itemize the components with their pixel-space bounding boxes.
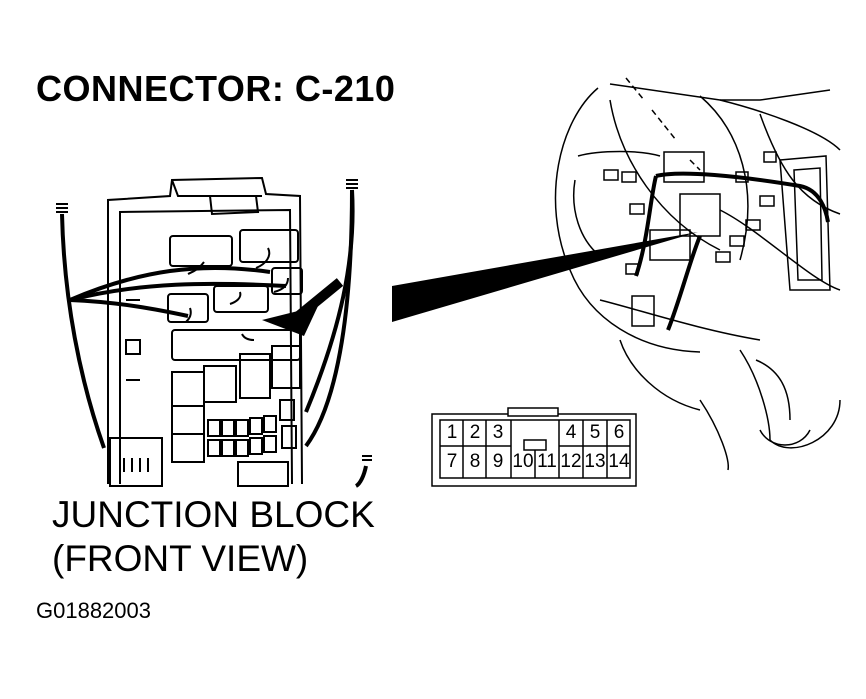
wire-end-ticks bbox=[56, 179, 372, 461]
pin-13: 13 bbox=[584, 451, 606, 472]
connector-title: CONNECTOR: C-210 bbox=[36, 68, 396, 109]
pin-8: 8 bbox=[469, 451, 481, 472]
pin-2: 2 bbox=[469, 422, 481, 443]
pin-9: 9 bbox=[492, 451, 504, 472]
junction-block-caption: JUNCTION BLOCK bbox=[52, 494, 375, 535]
locator-arrow-shaft bbox=[292, 278, 344, 322]
pin-5: 5 bbox=[589, 422, 601, 443]
front-view-caption: (FRONT VIEW) bbox=[52, 538, 309, 579]
callout-wedge bbox=[392, 232, 698, 322]
dashboard-illustration bbox=[554, 77, 841, 471]
harness-wires bbox=[60, 189, 368, 488]
pin-7: 7 bbox=[446, 451, 458, 472]
figure-id: G01882003 bbox=[36, 598, 151, 623]
connector-face bbox=[431, 407, 637, 487]
pin-10: 10 bbox=[512, 451, 534, 472]
dashboard-harness bbox=[634, 171, 830, 331]
pin-6: 6 bbox=[613, 422, 625, 443]
pin-3: 3 bbox=[492, 422, 504, 443]
pin-14: 14 bbox=[608, 451, 630, 472]
pin-12: 12 bbox=[560, 451, 582, 472]
junction-block-illustration bbox=[107, 176, 303, 487]
pin-4: 4 bbox=[565, 422, 577, 443]
pin-11: 11 bbox=[537, 451, 557, 472]
pin-1: 1 bbox=[446, 422, 458, 443]
